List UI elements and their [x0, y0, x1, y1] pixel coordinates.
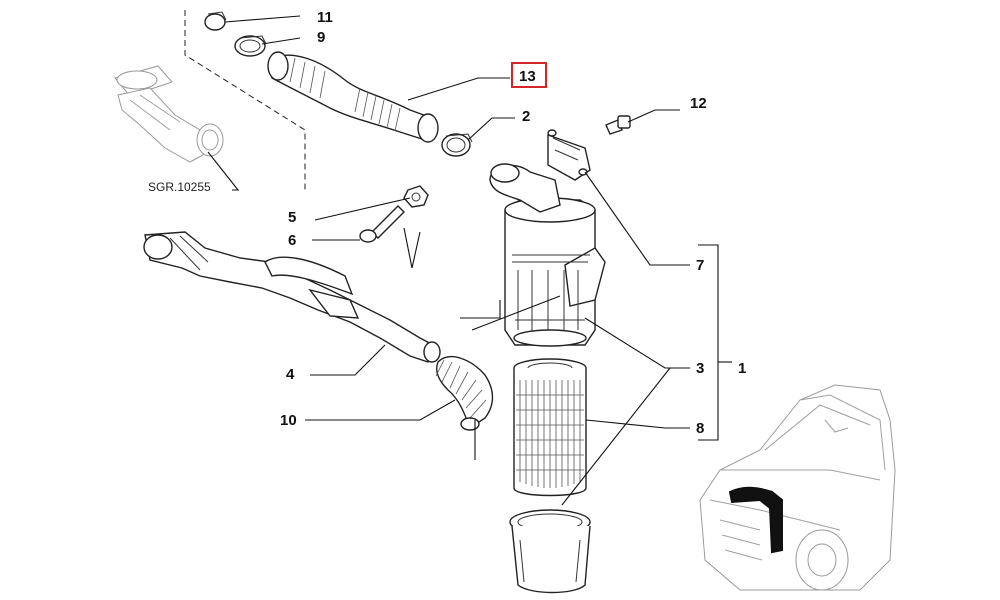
leader-3a: [584, 317, 690, 369]
leader-7: [584, 171, 690, 266]
leader-10: [305, 399, 456, 421]
callout-7: 7: [696, 257, 704, 274]
callout-12: 12: [690, 95, 707, 112]
callout-2: 2: [522, 108, 530, 125]
leader-9: [261, 37, 301, 45]
part-filter-element-8: [513, 358, 587, 497]
part-lower-bellows-10: [435, 356, 494, 431]
part-filter-cup: [509, 509, 591, 594]
leader-2: [467, 117, 515, 141]
reference-inset: SGR.10255: [114, 10, 306, 194]
hose-location-highlight: [728, 486, 783, 554]
part-hose-clamp-2: [441, 133, 473, 157]
inset-dashed-border: [184, 10, 306, 190]
part-bolt-6: [359, 205, 405, 243]
leader-lines: [224, 15, 690, 506]
callout-13-highlight-box: [511, 62, 547, 88]
inset-intake-part: [114, 65, 224, 163]
callout-11: 11: [317, 9, 333, 26]
part-hose-clamp-9: [234, 35, 267, 57]
leader-12: [627, 109, 680, 123]
callout-3: 3: [696, 360, 704, 377]
part-filter-housing-3: [489, 163, 606, 347]
callout-6: 6: [288, 232, 296, 249]
callout-5: 5: [288, 209, 296, 226]
callout-1: 1: [738, 360, 746, 377]
assembly-bracket: [698, 244, 719, 441]
part-intake-duct-4: [143, 231, 441, 363]
callout-9: 9: [317, 29, 325, 46]
callout-4: 4: [286, 366, 295, 383]
part-screw-12: [605, 115, 631, 135]
ref-leader: [207, 151, 240, 191]
part-sensor-7: [547, 129, 591, 181]
part-hose-clamp-small: [204, 11, 227, 31]
callout-labels: 11 9 13 2 12 5 6 7 3 1 4 10 8: [280, 9, 746, 437]
leader-3b: [561, 367, 671, 506]
leader-13: [407, 77, 510, 101]
leader-4: [310, 344, 386, 376]
leader-5: [314, 197, 411, 221]
part-upper-corrugated-hose: [267, 51, 439, 143]
callout-10: 10: [280, 412, 297, 429]
leader-11: [224, 15, 301, 23]
vehicle-location-sketch: [699, 384, 896, 591]
fastener-leader-v: [403, 227, 421, 269]
callout-8: 8: [696, 420, 704, 437]
housing-guide-line: [460, 300, 501, 319]
part-nut-5: [403, 185, 429, 208]
reference-code: SGR.10255: [148, 180, 211, 194]
callout-13: 13: [519, 68, 536, 85]
housing-guide-line-2: [471, 295, 561, 331]
leader-8: [585, 419, 690, 429]
